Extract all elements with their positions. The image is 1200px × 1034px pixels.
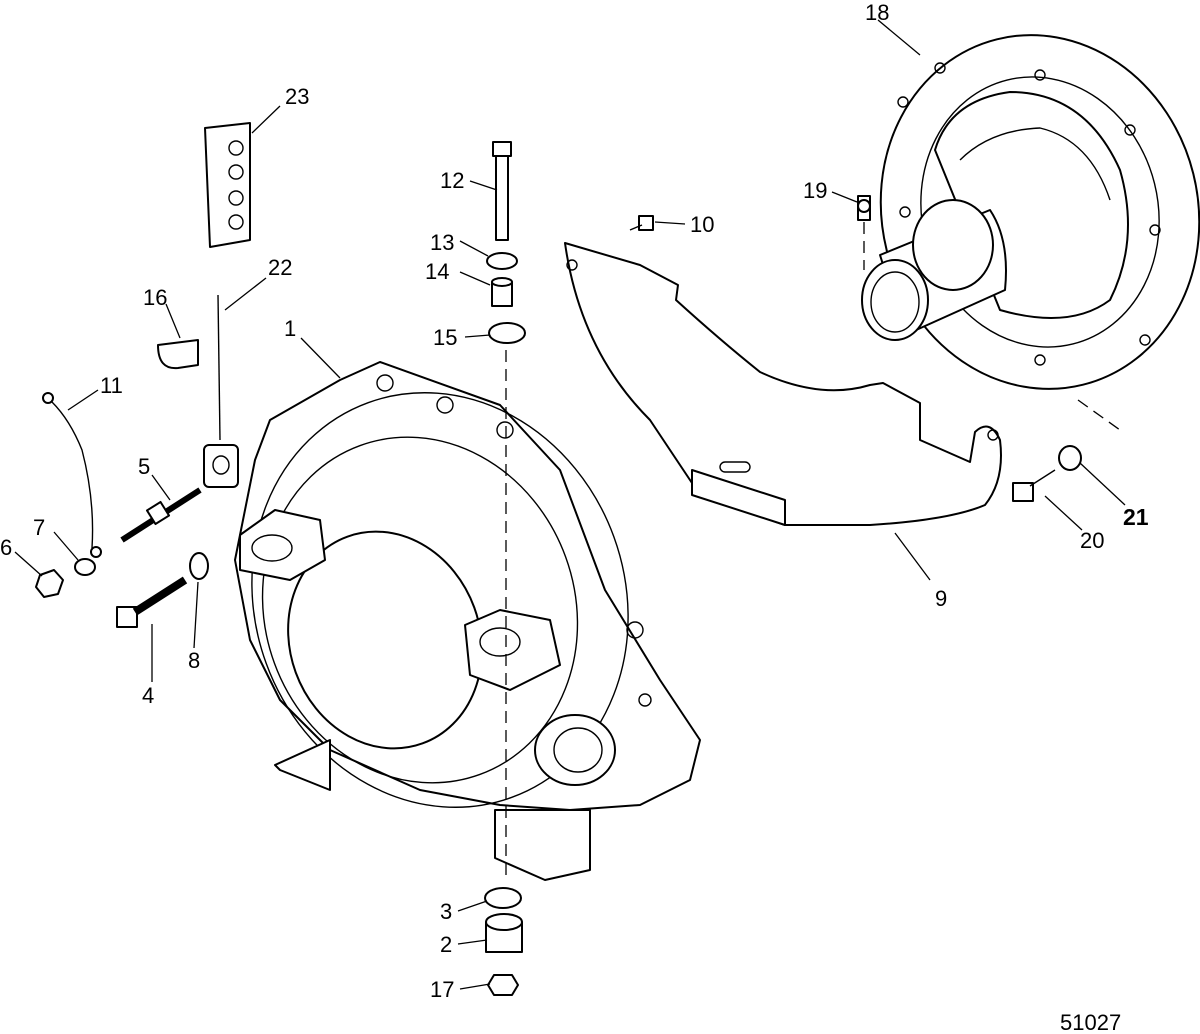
part-3-washer [484,887,522,909]
part-5-stud [120,487,202,543]
callout-2: 2 [440,932,452,957]
part-14-sleeve [491,277,513,307]
callout-16: 16 [143,285,167,310]
part-13-washer [486,252,518,270]
part-20-screw [1012,469,1056,502]
part-16-clip [157,339,199,370]
callout-7: 7 [33,515,45,540]
part-9-cover-plate [564,242,1002,526]
alignment-line-right [1077,399,1121,431]
part-1-flywheel-housing [234,361,701,881]
part-11-ground-strap [42,392,102,558]
part-17-locknut [487,974,519,996]
callout-5: 5 [138,454,150,479]
callout-13: 13 [430,230,454,255]
callout-9: 9 [935,586,947,611]
part-8-washer [189,552,209,580]
part-18-bell-housing [861,34,1200,390]
part-12-bolt [492,141,512,241]
callout-3: 3 [440,899,452,924]
callout-19: 19 [803,178,827,203]
part-21-washer [1058,445,1082,471]
part-23-clip-bracket [204,122,251,248]
part-7-lockwasher [74,558,96,576]
figure-number: 51027 [1060,1010,1121,1034]
callout-1: 1 [284,316,296,341]
callout-17: 17 [430,977,454,1002]
callout-4: 4 [142,683,154,708]
callout-15: 15 [433,325,457,350]
part-19-grease-fitting [857,195,871,270]
callout-18: 18 [865,0,889,25]
callout-23: 23 [285,84,309,109]
part-10-screw [629,215,654,231]
callout-8: 8 [188,648,200,673]
part-15-washer [488,322,526,344]
callout-20: 20 [1080,528,1104,553]
callout-10: 10 [690,212,714,237]
part-2-mount-spacer [485,913,523,953]
part-6-nut [35,569,64,598]
callout-21: 21 [1123,504,1149,530]
callout-6: 6 [0,535,12,560]
callout-14: 14 [425,259,449,284]
leader-lines [14,19,1126,990]
callout-22: 22 [268,255,292,280]
part-22-dipstick [203,294,239,488]
callout-12: 12 [440,168,464,193]
part-4-screw [116,576,188,628]
callout-11: 11 [100,373,123,398]
